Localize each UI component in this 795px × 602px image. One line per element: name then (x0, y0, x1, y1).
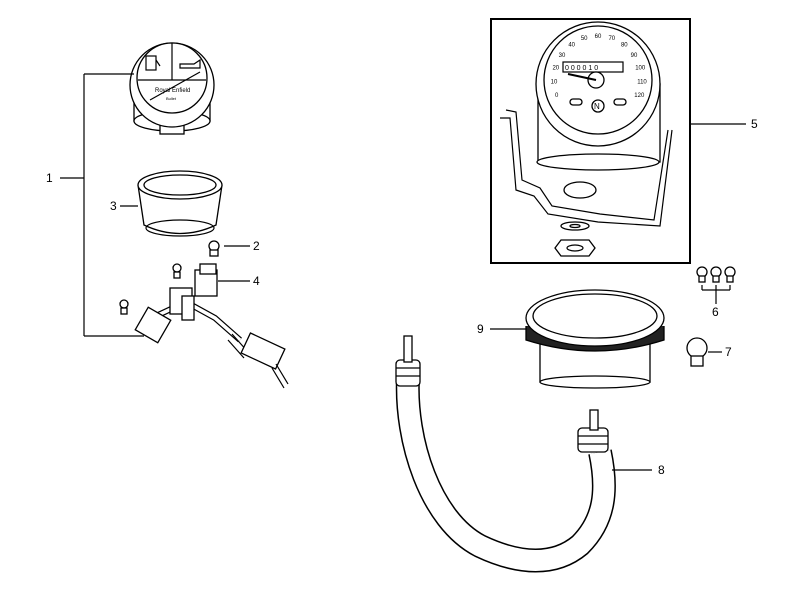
odometer-readout: 0 0 0 0 1 0 (565, 65, 598, 72)
gauge-brand-text: Royal Enfield (155, 88, 190, 94)
speed-tick-label: 0 (555, 93, 559, 99)
gauge-model-text: Bullet (166, 96, 177, 101)
speedometer-cable (395, 335, 616, 573)
bezel-ring (137, 170, 223, 237)
callout-4: 4 (253, 274, 260, 288)
speed-tick-label: 40 (568, 43, 575, 49)
callout-labels: 1 2 3 4 5 6 7 8 9 (46, 117, 758, 477)
speed-tick-label: 20 (552, 65, 559, 71)
speed-tick-label: 110 (637, 79, 647, 85)
leader-lines (60, 73, 746, 471)
speed-tick-label: 80 (621, 43, 628, 49)
speed-tick-label: 100 (635, 65, 646, 71)
indicator-gauge: Royal Enfield Bullet (129, 42, 215, 135)
oil-can-icon (179, 58, 201, 69)
bulb-set-6 (696, 266, 736, 300)
callout-8: 8 (658, 463, 665, 477)
callout-6: 6 (712, 305, 719, 319)
speed-tick-label: 10 (551, 79, 558, 85)
callout-7: 7 (725, 345, 732, 359)
speed-tick-label: 30 (559, 53, 566, 59)
small-bulb-2 (208, 240, 220, 257)
speed-tick-label: 50 (581, 36, 588, 42)
bulb-holder-harness (119, 263, 289, 389)
fuel-pump-icon (145, 55, 161, 71)
speed-tick-label: 90 (631, 53, 638, 59)
bulb-7 (686, 337, 708, 367)
callout-3: 3 (110, 199, 117, 213)
callout-5: 5 (751, 117, 758, 131)
neutral-indicator: N (594, 102, 600, 111)
speed-tick-label: 120 (634, 93, 645, 99)
speedometer-bezel (525, 289, 665, 389)
speed-tick-label: 70 (608, 36, 615, 42)
speed-tick-label: 60 (595, 34, 602, 40)
callout-2: 2 (253, 239, 260, 253)
callout-9: 9 (477, 322, 484, 336)
callout-1: 1 (46, 171, 53, 185)
